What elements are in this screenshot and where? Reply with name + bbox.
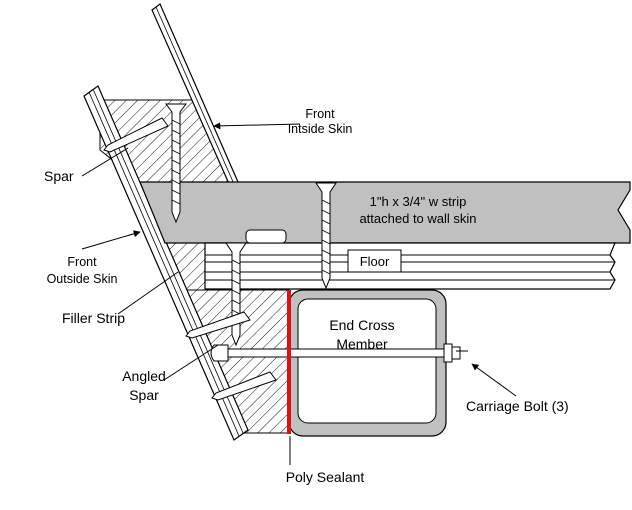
floor-label: Floor bbox=[360, 254, 390, 269]
screw-angled-1 bbox=[103, 117, 169, 153]
screw-vertical-3 bbox=[225, 242, 247, 347]
spar-label: Spar bbox=[44, 168, 74, 184]
end-cross-member-label-line2: Member bbox=[336, 336, 388, 352]
filler-strip-label: Filler Strip bbox=[62, 310, 125, 326]
floor-boards bbox=[204, 242, 616, 290]
leader-lines bbox=[81, 122, 517, 465]
angled-spar-label-line2: Spar bbox=[129, 387, 159, 403]
screw-vertical-2 bbox=[315, 182, 337, 290]
screw-vertical-1 bbox=[165, 103, 187, 224]
carriage-bolt bbox=[210, 343, 468, 363]
angled-spar-label-line1: Angled bbox=[122, 368, 166, 384]
screw-angled-2 bbox=[185, 311, 251, 339]
front-outside-skin-label-line1: Front bbox=[67, 255, 97, 269]
strip-label-line2: attached to wall skin bbox=[359, 211, 476, 226]
screw-angled-3 bbox=[211, 371, 277, 401]
floor-block bbox=[245, 229, 287, 244]
end-cross-member bbox=[288, 289, 447, 437]
end-cross-member-label-line1: End Cross bbox=[329, 317, 394, 333]
poly-sealant-label: Poly Sealant bbox=[286, 469, 365, 485]
front-outside-skin bbox=[83, 85, 249, 441]
strip-label-line1: 1"h x 3/4" w strip bbox=[370, 194, 467, 209]
carriage-bolt-label: Carriage Bolt (3) bbox=[466, 398, 569, 414]
front-inside-skin-label-line2: Intside Skin bbox=[288, 122, 353, 136]
front-inside-skin-label-line1: Front bbox=[305, 107, 335, 121]
floor-label-box bbox=[347, 249, 402, 273]
front-outside-skin-label-line2: Outside Skin bbox=[47, 272, 118, 286]
